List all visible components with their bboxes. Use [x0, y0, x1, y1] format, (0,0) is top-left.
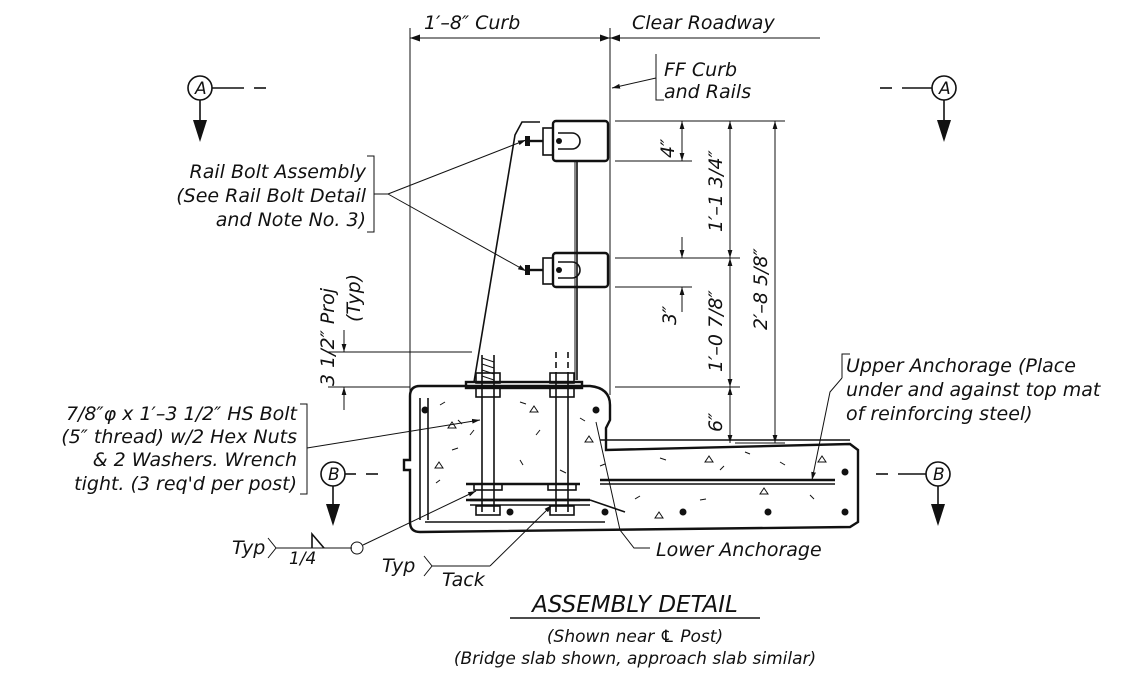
post-and-rails	[464, 119, 610, 390]
clear-roadway-label: Clear Roadway	[632, 12, 775, 34]
hs-bolt-label-2: (5″ thread) w/2 Hex Nuts	[61, 426, 297, 448]
top-dimension: 1′–8″ Curb Clear Roadway	[409, 12, 820, 395]
upper-anchorage-label-3: of reinforcing steel)	[846, 403, 1033, 425]
tack-note: Typ Tack	[382, 504, 553, 591]
rail-bolt-label-2: (See Rail Bolt Detail	[176, 185, 366, 207]
dim-6-label: 6″	[705, 413, 727, 432]
section-a-left-letter: A	[194, 79, 207, 99]
dim-3-label: 3″	[659, 306, 681, 325]
ff-curb-note: FF Curb and Rails	[611, 54, 751, 103]
rail-bolt-label-3: and Note No. 3)	[216, 209, 366, 231]
title-block: ASSEMBLY DETAIL (Shown near ℄ Post) (Bri…	[454, 592, 816, 669]
hs-bolt-label-3: & 2 Washers. Wrench	[93, 449, 297, 471]
hs-bolt-label-4: tight. (3 req'd per post)	[74, 473, 297, 495]
weld-typ-label: Typ	[232, 537, 265, 559]
hs-bolt-note: 7/8″φ x 1′–3 1/2″ HS Bolt (5″ thread) w/…	[61, 403, 481, 495]
ff-curb-label-2: and Rails	[664, 81, 751, 103]
section-mark-a-right: A	[880, 75, 957, 142]
curb-and-slab	[402, 384, 860, 534]
ff-curb-label-1: FF Curb	[664, 59, 737, 81]
rail-bolt-label-1: Rail Bolt Assembly	[190, 161, 367, 183]
curb-dimension-label: 1′–8″ Curb	[424, 12, 520, 34]
drawing-subtitle-1: (Shown near ℄ Post)	[547, 627, 723, 647]
section-mark-b-right: B	[876, 461, 951, 526]
weld-size-label: 1/4	[289, 549, 316, 569]
rail-bolt-note: Rail Bolt Assembly (See Rail Bolt Detail…	[176, 139, 527, 272]
section-mark-b-left: B	[320, 461, 378, 526]
drawing-subtitle-2: (Bridge slab shown, approach slab simila…	[454, 649, 816, 669]
dim-4-label: 4″	[657, 139, 679, 158]
upper-anchorage-note: Upper Anchorage (Place under and against…	[811, 353, 1102, 481]
lower-anchorage-note: Lower Anchorage	[595, 421, 822, 561]
dim-1-1-3-4-label: 1′–1 3/4″	[705, 150, 727, 232]
upper-anchorage-label-2: under and against top mat	[846, 379, 1102, 401]
tack-label: Tack	[442, 569, 486, 591]
proj-typ-label: (Typ)	[343, 274, 365, 322]
upper-anchorage-label-1: Upper Anchorage (Place	[846, 355, 1076, 377]
section-mark-a-left: A	[187, 75, 266, 142]
tack-typ-label: Typ	[382, 555, 415, 577]
dim-1-0-7-8-label: 1′–0 7/8″	[705, 290, 727, 372]
vertical-dimensions: 4″ 3″ 1′–1 3/4″ 1′–0 7/8″ 6″ 2′–8 5/8″	[615, 120, 785, 444]
hs-bolt-label-1: 7/8″φ x 1′–3 1/2″ HS Bolt	[66, 403, 299, 425]
dim-2-8-5-8-label: 2′–8 5/8″	[750, 248, 772, 330]
proj-dimension-label: 3 1/2″ Proj	[317, 287, 339, 386]
lower-anchorage-label: Lower Anchorage	[656, 539, 822, 561]
proj-dimension: 3 1/2″ Proj (Typ)	[317, 274, 472, 410]
section-a-right-letter: A	[938, 79, 951, 99]
anchor-bolts	[466, 352, 580, 516]
drawing-title: ASSEMBLY DETAIL	[530, 592, 738, 618]
weld-symbol: Typ 1/4	[232, 490, 477, 569]
section-b-right-letter: B	[933, 465, 945, 485]
section-b-left-letter: B	[328, 465, 340, 485]
